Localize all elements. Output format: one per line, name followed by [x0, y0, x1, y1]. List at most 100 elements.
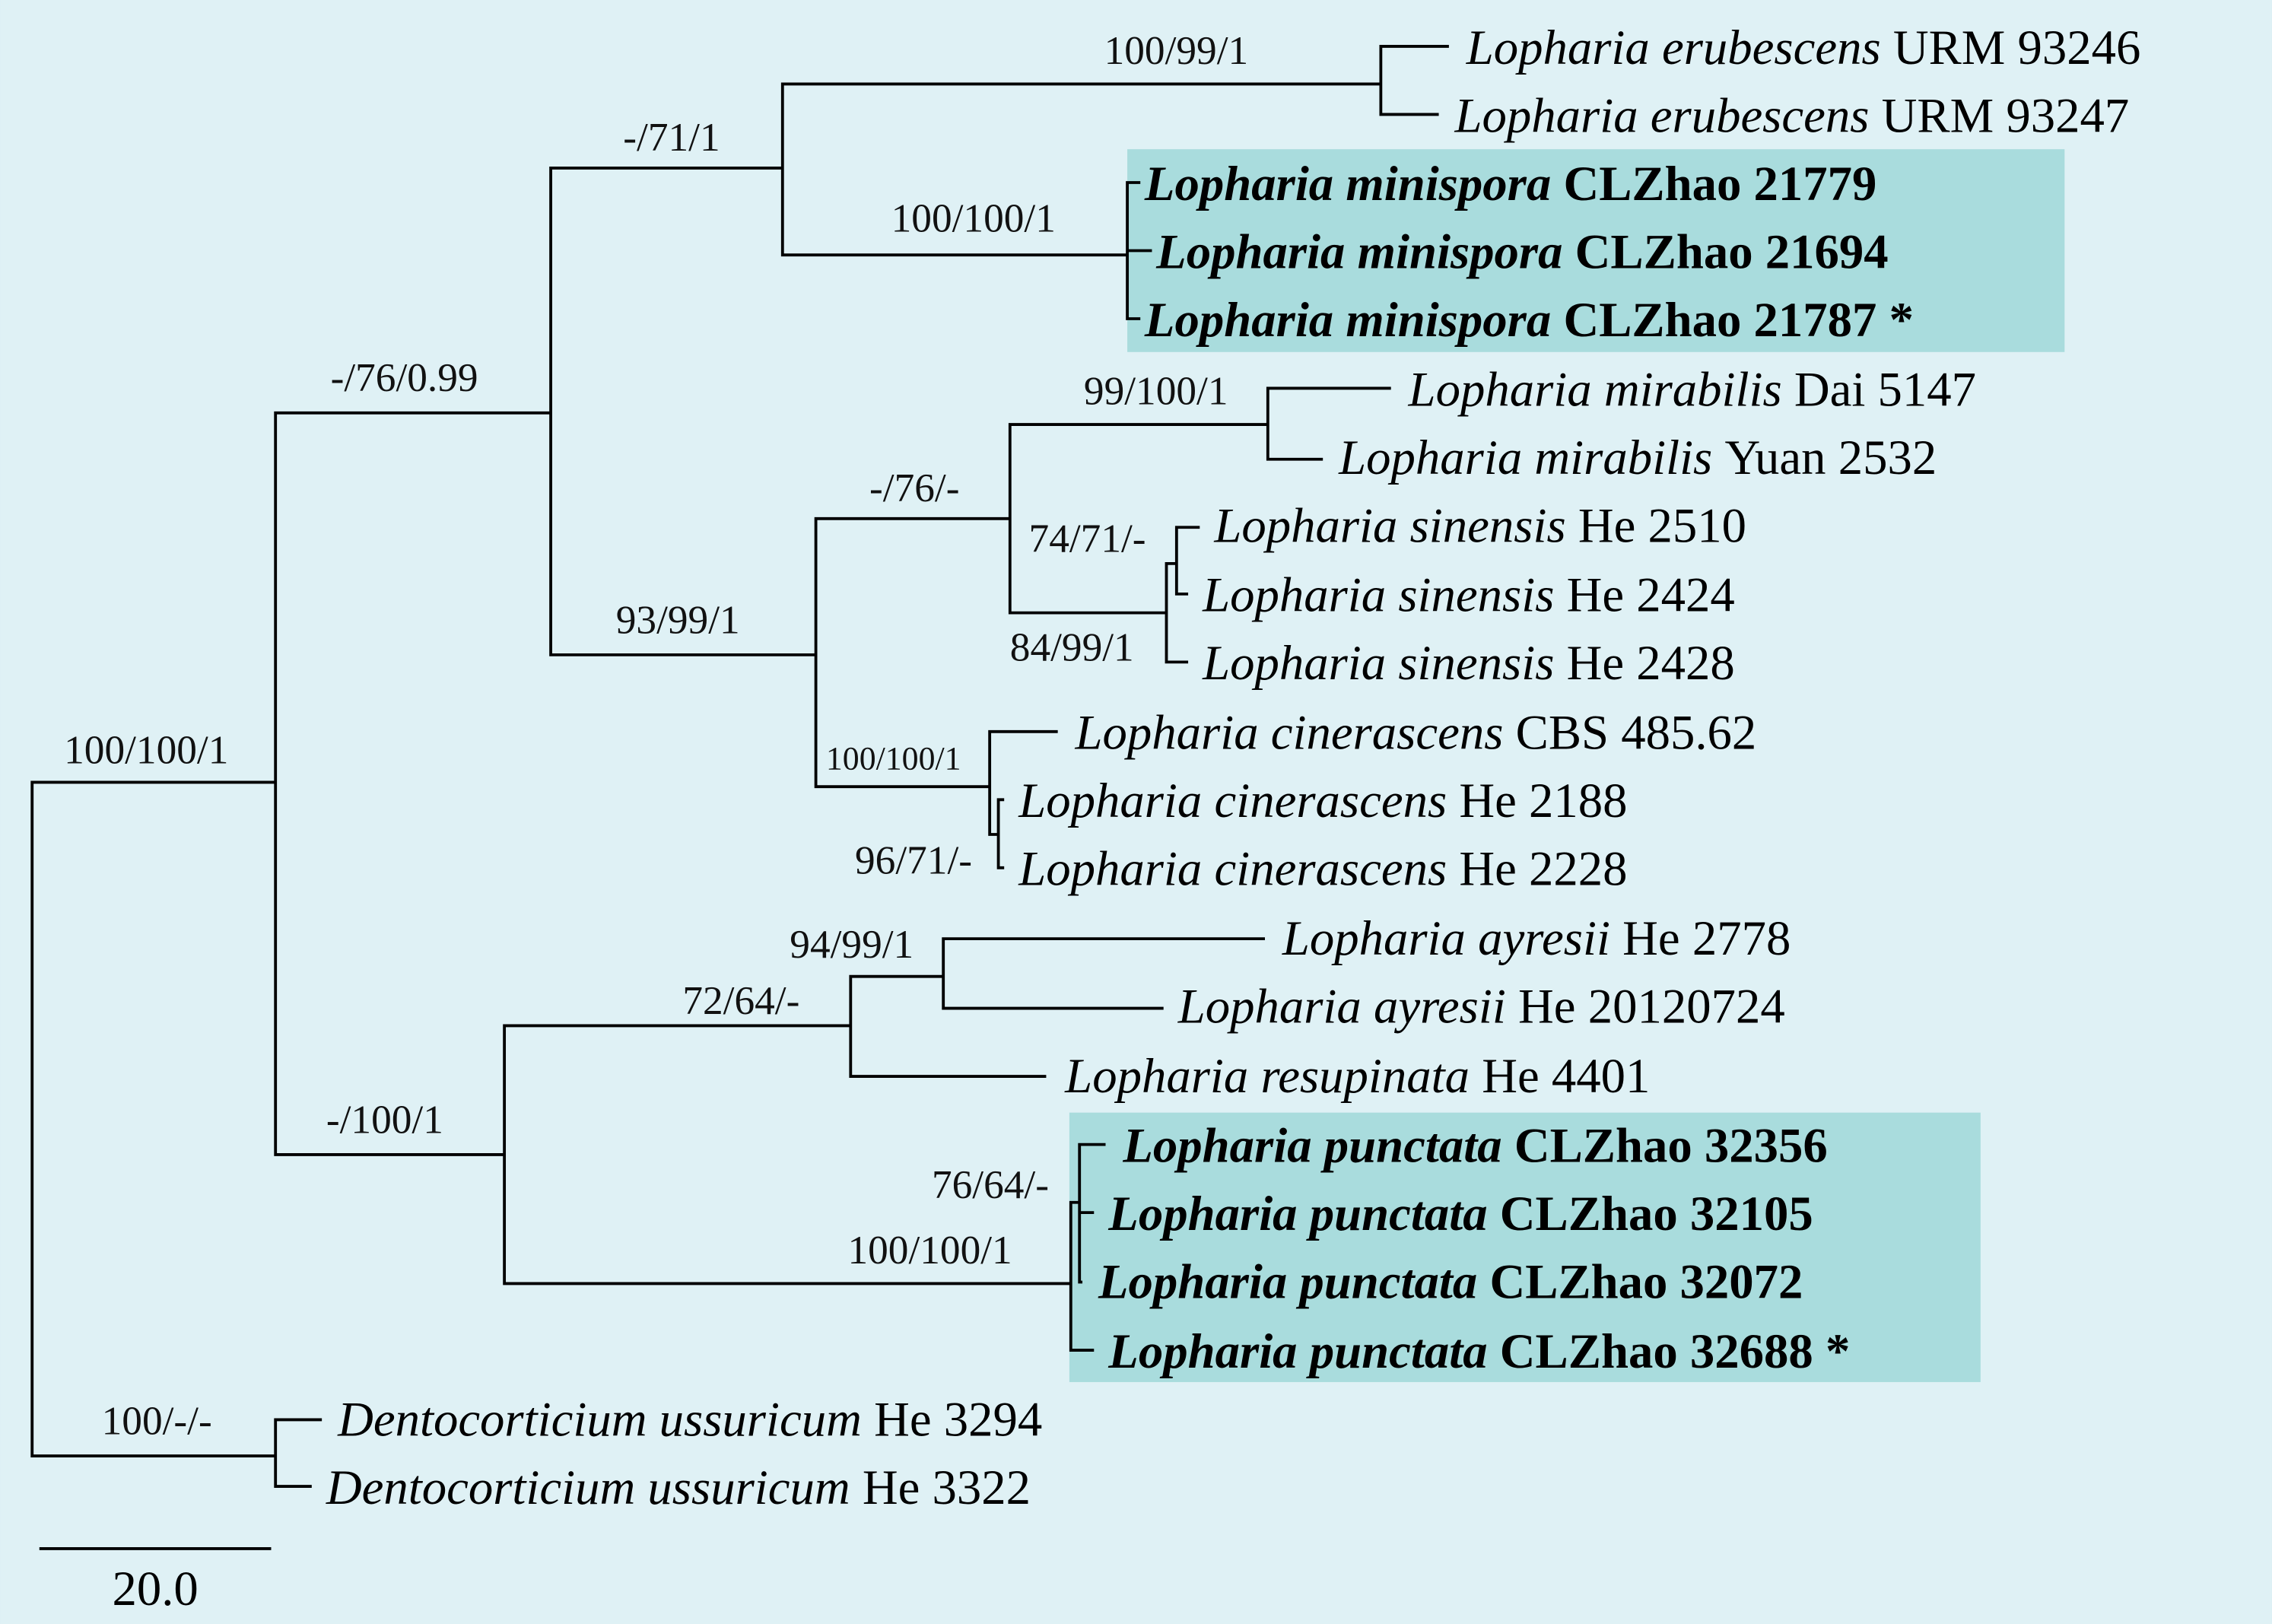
strain-id: CLZhao 21694: [1575, 224, 1889, 279]
highlight-punctata: [1069, 1112, 1981, 1382]
taxon-label: Lopharia punctata CLZhao 32688 *: [1107, 1324, 1850, 1379]
strain-id: He 2424: [1567, 568, 1735, 623]
taxon-label: Lopharia cinerascens CBS 485.62: [1075, 706, 1757, 761]
support-value: -/100/1: [326, 1096, 443, 1142]
species-name: Lopharia punctata: [1107, 1187, 1487, 1241]
taxon-label: Lopharia sinensis He 2424: [1202, 568, 1735, 623]
taxon-label: Lopharia erubescens URM 93247: [1454, 88, 2130, 143]
species-name: Dentocorticium ussuricum: [337, 1392, 862, 1447]
support-value: 100/-/-: [102, 1398, 212, 1444]
strain-id: Dai 5147: [1794, 362, 1976, 417]
strain-id: CLZhao 32105: [1500, 1187, 1813, 1241]
branch: [996, 798, 1005, 869]
strain-id: CLZhao 32072: [1489, 1254, 1803, 1309]
species-name: Lopharia ayresii: [1177, 980, 1506, 1034]
branch: [942, 937, 1266, 1010]
branch: [1266, 386, 1391, 461]
branch: [1174, 526, 1200, 596]
taxon-label: Lopharia sinensis He 2428: [1202, 636, 1735, 691]
species-name: Dentocorticium ussuricum: [326, 1460, 850, 1515]
branch: [274, 411, 551, 1156]
support-value: -/71/1: [623, 114, 720, 160]
strain-id: He 2188: [1459, 774, 1627, 828]
species-name: Lopharia cinerascens: [1018, 842, 1447, 897]
support-value: 100/100/1: [826, 740, 961, 777]
branch: [274, 1418, 323, 1488]
taxon-label: Lopharia cinerascens He 2188: [1018, 774, 1627, 828]
support-value: 100/100/1: [64, 727, 228, 773]
branch: [1078, 1143, 1106, 1284]
support-value: 76/64/-: [932, 1162, 1049, 1207]
species-name: Lopharia minispora: [1144, 157, 1551, 211]
species-name: Lopharia sinensis: [1202, 568, 1554, 623]
strain-id: CLZhao 32356: [1514, 1118, 1828, 1173]
taxon-label: Lopharia minispora CLZhao 21779: [1144, 157, 1876, 211]
support-value: 72/64/-: [682, 977, 799, 1023]
support-value: 99/100/1: [1084, 367, 1228, 413]
taxon-label: Lopharia minispora CLZhao 21787 *: [1144, 293, 1914, 348]
strain-id: He 2228: [1459, 842, 1627, 897]
support-value: 94/99/1: [790, 921, 914, 967]
support-value: 100/100/1: [847, 1227, 1012, 1273]
strain-id: He 2510: [1578, 498, 1746, 553]
species-name: Lopharia cinerascens: [1018, 774, 1447, 828]
species-name: Lopharia cinerascens: [1075, 706, 1504, 761]
taxon-label: Lopharia mirabilis Dai 5147: [1408, 362, 1977, 417]
strain-id: He 2778: [1622, 911, 1791, 966]
species-name: Lopharia ayresii: [1282, 911, 1610, 966]
species-name: Lopharia punctata: [1098, 1254, 1477, 1309]
scale-bar-label: 20.0: [112, 1562, 198, 1616]
branch: [503, 1024, 1071, 1286]
support-value: 100/99/1: [1104, 27, 1249, 73]
taxon-label: Lopharia punctata CLZhao 32072: [1098, 1254, 1803, 1309]
support-value: 84/99/1: [1010, 624, 1134, 669]
branch: [30, 780, 276, 1457]
branch: [1379, 45, 1449, 116]
taxon-label: Lopharia cinerascens He 2228: [1018, 842, 1627, 897]
taxon-label: Lopharia ayresii He 20120724: [1177, 980, 1785, 1034]
strain-id: Yuan 2532: [1724, 431, 1937, 485]
taxon-label: Lopharia ayresii He 2778: [1282, 911, 1791, 966]
taxon-label: Lopharia minispora CLZhao 21694: [1155, 224, 1888, 279]
strain-id: CLZhao 32688 *: [1500, 1324, 1851, 1379]
taxon-label: Lopharia mirabilis Yuan 2532: [1338, 431, 1937, 485]
species-name: Lopharia erubescens: [1454, 88, 1870, 143]
branch: [1165, 561, 1189, 664]
taxon-label: Lopharia resupinata He 4401: [1064, 1049, 1650, 1104]
branch: [1126, 181, 1152, 320]
support-values: 100/99/1 -/71/1 100/100/1 -/76/0.99 99/100/1…: [64, 27, 1248, 1444]
branch: [1008, 423, 1268, 615]
species-name: Lopharia sinensis: [1213, 498, 1565, 553]
support-value: 93/99/1: [616, 596, 740, 642]
species-name: Lopharia minispora: [1144, 293, 1551, 348]
strain-id: He 20120724: [1518, 980, 1785, 1034]
species-name: Lopharia resupinata: [1064, 1049, 1470, 1104]
strain-id: He 4401: [1482, 1049, 1650, 1104]
branch: [814, 516, 1010, 789]
support-value: -/76/0.99: [331, 354, 478, 400]
species-name: Lopharia punctata: [1122, 1118, 1501, 1173]
strain-id: He 2428: [1567, 636, 1735, 691]
taxon-label: Lopharia punctata CLZhao 32356: [1122, 1118, 1827, 1173]
strain-id: CLZhao 21779: [1563, 157, 1876, 211]
taxon-label: Dentocorticium ussuricum He 3294: [337, 1392, 1042, 1447]
species-name: Lopharia erubescens: [1466, 21, 1881, 75]
strain-id: CLZhao 21787 *: [1563, 293, 1914, 348]
taxon-label: Lopharia punctata CLZhao 32105: [1107, 1187, 1813, 1241]
highlight-minispora: [1127, 149, 2065, 352]
branch: [1069, 1200, 1095, 1352]
tree-branches: [30, 45, 1449, 1488]
branch: [549, 167, 816, 656]
species-name: Lopharia mirabilis: [1338, 431, 1712, 485]
taxon-label: Lopharia erubescens URM 93246: [1466, 21, 2141, 75]
branch: [849, 974, 1047, 1078]
strain-id: He 3294: [874, 1392, 1042, 1447]
strain-id: URM 93247: [1882, 88, 2130, 143]
species-name: Lopharia punctata: [1107, 1324, 1487, 1379]
support-value: -/76/-: [869, 465, 959, 510]
branch: [780, 82, 1381, 257]
support-value: 100/100/1: [891, 195, 1056, 241]
strain-id: URM 93246: [1893, 21, 2141, 75]
